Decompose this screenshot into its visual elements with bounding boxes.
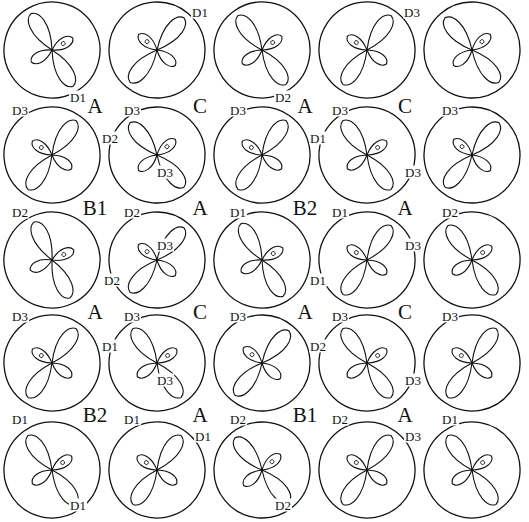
orbital-label: D1 (69, 499, 87, 512)
site-label: A (86, 302, 103, 323)
orbital-label: D3 (229, 104, 247, 117)
orbital-label: D3 (441, 104, 459, 117)
orbital-label: D1 (309, 132, 327, 145)
orbital-label: D3 (229, 310, 247, 323)
orbital-label: D3 (11, 104, 29, 117)
orbital-label: D3 (404, 430, 422, 443)
site-label: C (192, 96, 208, 117)
site-label: A (396, 405, 413, 426)
orbital-label: D1 (441, 413, 459, 426)
orbital-label: D3 (156, 239, 174, 252)
orbital-label: D1 (191, 6, 209, 19)
site-label: A (296, 96, 313, 117)
orbital-label: D3 (331, 310, 349, 323)
site-label: C (397, 302, 413, 323)
site-label: C (397, 96, 413, 117)
orbital-label: D1 (229, 206, 247, 219)
site-label: A (86, 96, 103, 117)
site-label: B2 (292, 198, 319, 219)
orbital-label: D2 (309, 340, 327, 353)
orbital-label: D3 (11, 310, 29, 323)
orbital-label: D1 (194, 430, 212, 443)
site-label: B2 (82, 405, 109, 426)
site-label: A (191, 405, 208, 426)
orbital-label: D2 (11, 206, 29, 219)
orbital-label: D3 (404, 374, 422, 387)
orbital-label: D1 (331, 206, 349, 219)
orbital-label: D1 (69, 91, 87, 104)
orbital-label: D3 (331, 104, 349, 117)
orbital-label: D3 (403, 6, 421, 19)
orbital-label: D1 (11, 413, 29, 426)
orbital-label: D2 (123, 206, 141, 219)
site-label: A (191, 198, 208, 219)
orbital-label: D3 (156, 166, 174, 179)
site-label: A (296, 302, 313, 323)
site-label: B1 (82, 198, 109, 219)
orbital-label: D2 (101, 132, 119, 145)
orbital-label: D1 (309, 274, 327, 287)
orbital-label: D1 (101, 340, 119, 353)
site-label: B1 (292, 405, 319, 426)
orbital-label: D3 (404, 239, 422, 252)
orbital-label: D2 (274, 91, 292, 104)
orbital-label: D2 (441, 206, 459, 219)
orbital-label: D3 (123, 310, 141, 323)
orbital-label: D2 (274, 499, 292, 512)
site-label: A (396, 198, 413, 219)
orbital-label: D2 (103, 274, 121, 287)
orbital-label: D3 (123, 104, 141, 117)
orbital-label: D1 (123, 413, 141, 426)
orbital-label: D2 (331, 413, 349, 426)
orbital-label: D3 (441, 310, 459, 323)
orbital-label: D2 (229, 413, 247, 426)
site-label: C (192, 302, 208, 323)
orbital-label: D3 (156, 374, 174, 387)
orbital-label: D3 (404, 166, 422, 179)
